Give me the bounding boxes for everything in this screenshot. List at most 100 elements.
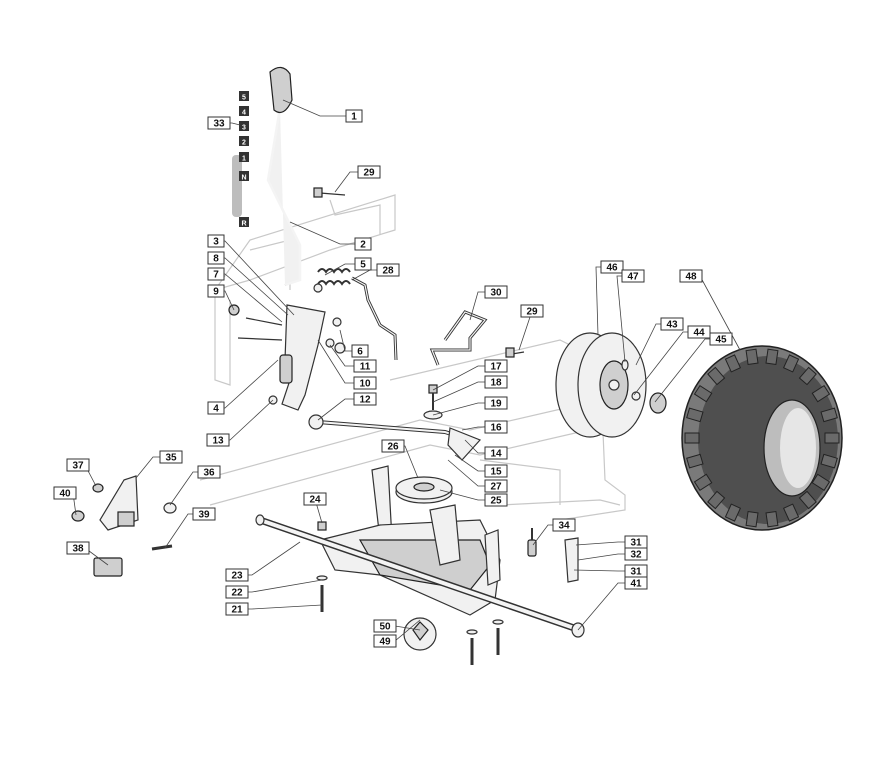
callout-26: 26 [381, 439, 405, 453]
callout-27: 27 [484, 479, 508, 493]
gear-position-1: 1 [239, 152, 249, 163]
callout-number: 17 [490, 362, 502, 373]
gear-position-r: R [239, 217, 249, 228]
callout-number: 13 [212, 436, 224, 447]
callout-29: 29 [357, 165, 381, 179]
callout-number: 43 [666, 320, 678, 331]
callout-13: 13 [206, 433, 230, 447]
callout-number: 35 [165, 453, 177, 464]
leader-line [461, 426, 485, 431]
callout-29: 29 [520, 304, 544, 318]
bolts [313, 187, 525, 358]
callout-48: 48 [679, 269, 703, 283]
callout-number: 46 [606, 263, 618, 274]
control-rod [308, 414, 471, 442]
svg-text:N: N [241, 175, 246, 182]
callout-37: 37 [66, 458, 90, 472]
leader-line [439, 489, 485, 501]
callout-28: 28 [376, 263, 400, 277]
callout-number: 25 [490, 496, 502, 507]
callout-2: 2 [354, 237, 372, 251]
callout-number: 11 [360, 362, 371, 373]
gear-position-5: 5 [239, 91, 249, 102]
callout-number: 12 [359, 395, 371, 406]
callout-49: 49 [373, 634, 397, 648]
callout-number: 2 [360, 240, 366, 251]
callout-number: 8 [213, 254, 219, 265]
callout-number: 47 [627, 272, 639, 283]
leader-line [248, 541, 301, 576]
callout-number: 22 [231, 588, 243, 599]
fasteners-center [423, 384, 482, 461]
callout-number: 40 [59, 489, 71, 500]
callout-9: 9 [207, 284, 225, 298]
callout-41: 41 [624, 576, 648, 590]
rear-tire [681, 345, 843, 531]
leader-line [334, 171, 358, 193]
leader-line [224, 240, 295, 316]
leader-line [469, 291, 485, 321]
svg-text:2: 2 [242, 140, 246, 147]
svg-text:4: 4 [242, 110, 246, 117]
callout-25: 25 [484, 493, 508, 507]
transaxle [319, 465, 501, 616]
callout-number: 7 [213, 270, 219, 281]
callout-17: 17 [484, 359, 508, 373]
callout-15: 15 [484, 464, 508, 478]
callout-19: 19 [484, 396, 508, 410]
callout-number: 16 [490, 423, 502, 434]
callout-number: 29 [363, 168, 375, 179]
callout-number: 45 [715, 335, 727, 346]
callout-50: 50 [373, 619, 397, 633]
wheel-rim [555, 332, 667, 438]
callout-number: 18 [490, 378, 502, 389]
callout-number: 32 [630, 550, 642, 561]
callout-number: 28 [382, 266, 394, 277]
callout-number: 31 [630, 567, 642, 578]
leader-line [432, 381, 485, 403]
callout-number: 27 [490, 482, 502, 493]
leader-line [248, 604, 323, 610]
callout-23: 23 [225, 568, 249, 582]
callout-10: 10 [353, 376, 377, 390]
callout-4: 4 [207, 401, 225, 415]
leader-line [169, 471, 198, 506]
svg-text:1: 1 [242, 156, 246, 163]
callout-7: 7 [207, 267, 225, 281]
callout-number: 19 [490, 399, 502, 410]
linkage-bracket [228, 283, 346, 411]
left-lever-group [71, 475, 177, 577]
leader-line [532, 524, 553, 546]
callout-44: 44 [687, 325, 711, 339]
callout-number: 29 [526, 307, 538, 318]
leader-line [635, 323, 661, 366]
callout-number: 15 [490, 467, 502, 478]
svg-text:3: 3 [242, 125, 246, 132]
callout-45: 45 [709, 332, 733, 346]
callout-number: 31 [630, 538, 642, 549]
svg-text:R: R [241, 221, 246, 228]
callout-40: 40 [53, 486, 77, 500]
callout-number: 30 [490, 288, 502, 299]
callout-number: 24 [309, 495, 321, 506]
gear-indicator-slot [232, 155, 242, 217]
leader-line [329, 344, 354, 367]
callout-36: 36 [197, 465, 221, 479]
leader-line [289, 221, 355, 245]
leader-line [464, 439, 485, 454]
callout-number: 14 [490, 449, 502, 460]
leader-line [248, 579, 323, 593]
svg-text:5: 5 [242, 95, 246, 102]
leader-line [135, 456, 160, 479]
callout-number: 41 [630, 579, 642, 590]
leader-line [230, 122, 241, 126]
callout-number: 50 [379, 622, 391, 633]
axle-fasteners [316, 521, 504, 665]
callout-number: 48 [685, 272, 697, 283]
callout-number: 26 [387, 442, 399, 453]
callout-number: 34 [558, 521, 570, 532]
callout-number: 33 [213, 119, 225, 130]
leader-line [633, 331, 688, 396]
